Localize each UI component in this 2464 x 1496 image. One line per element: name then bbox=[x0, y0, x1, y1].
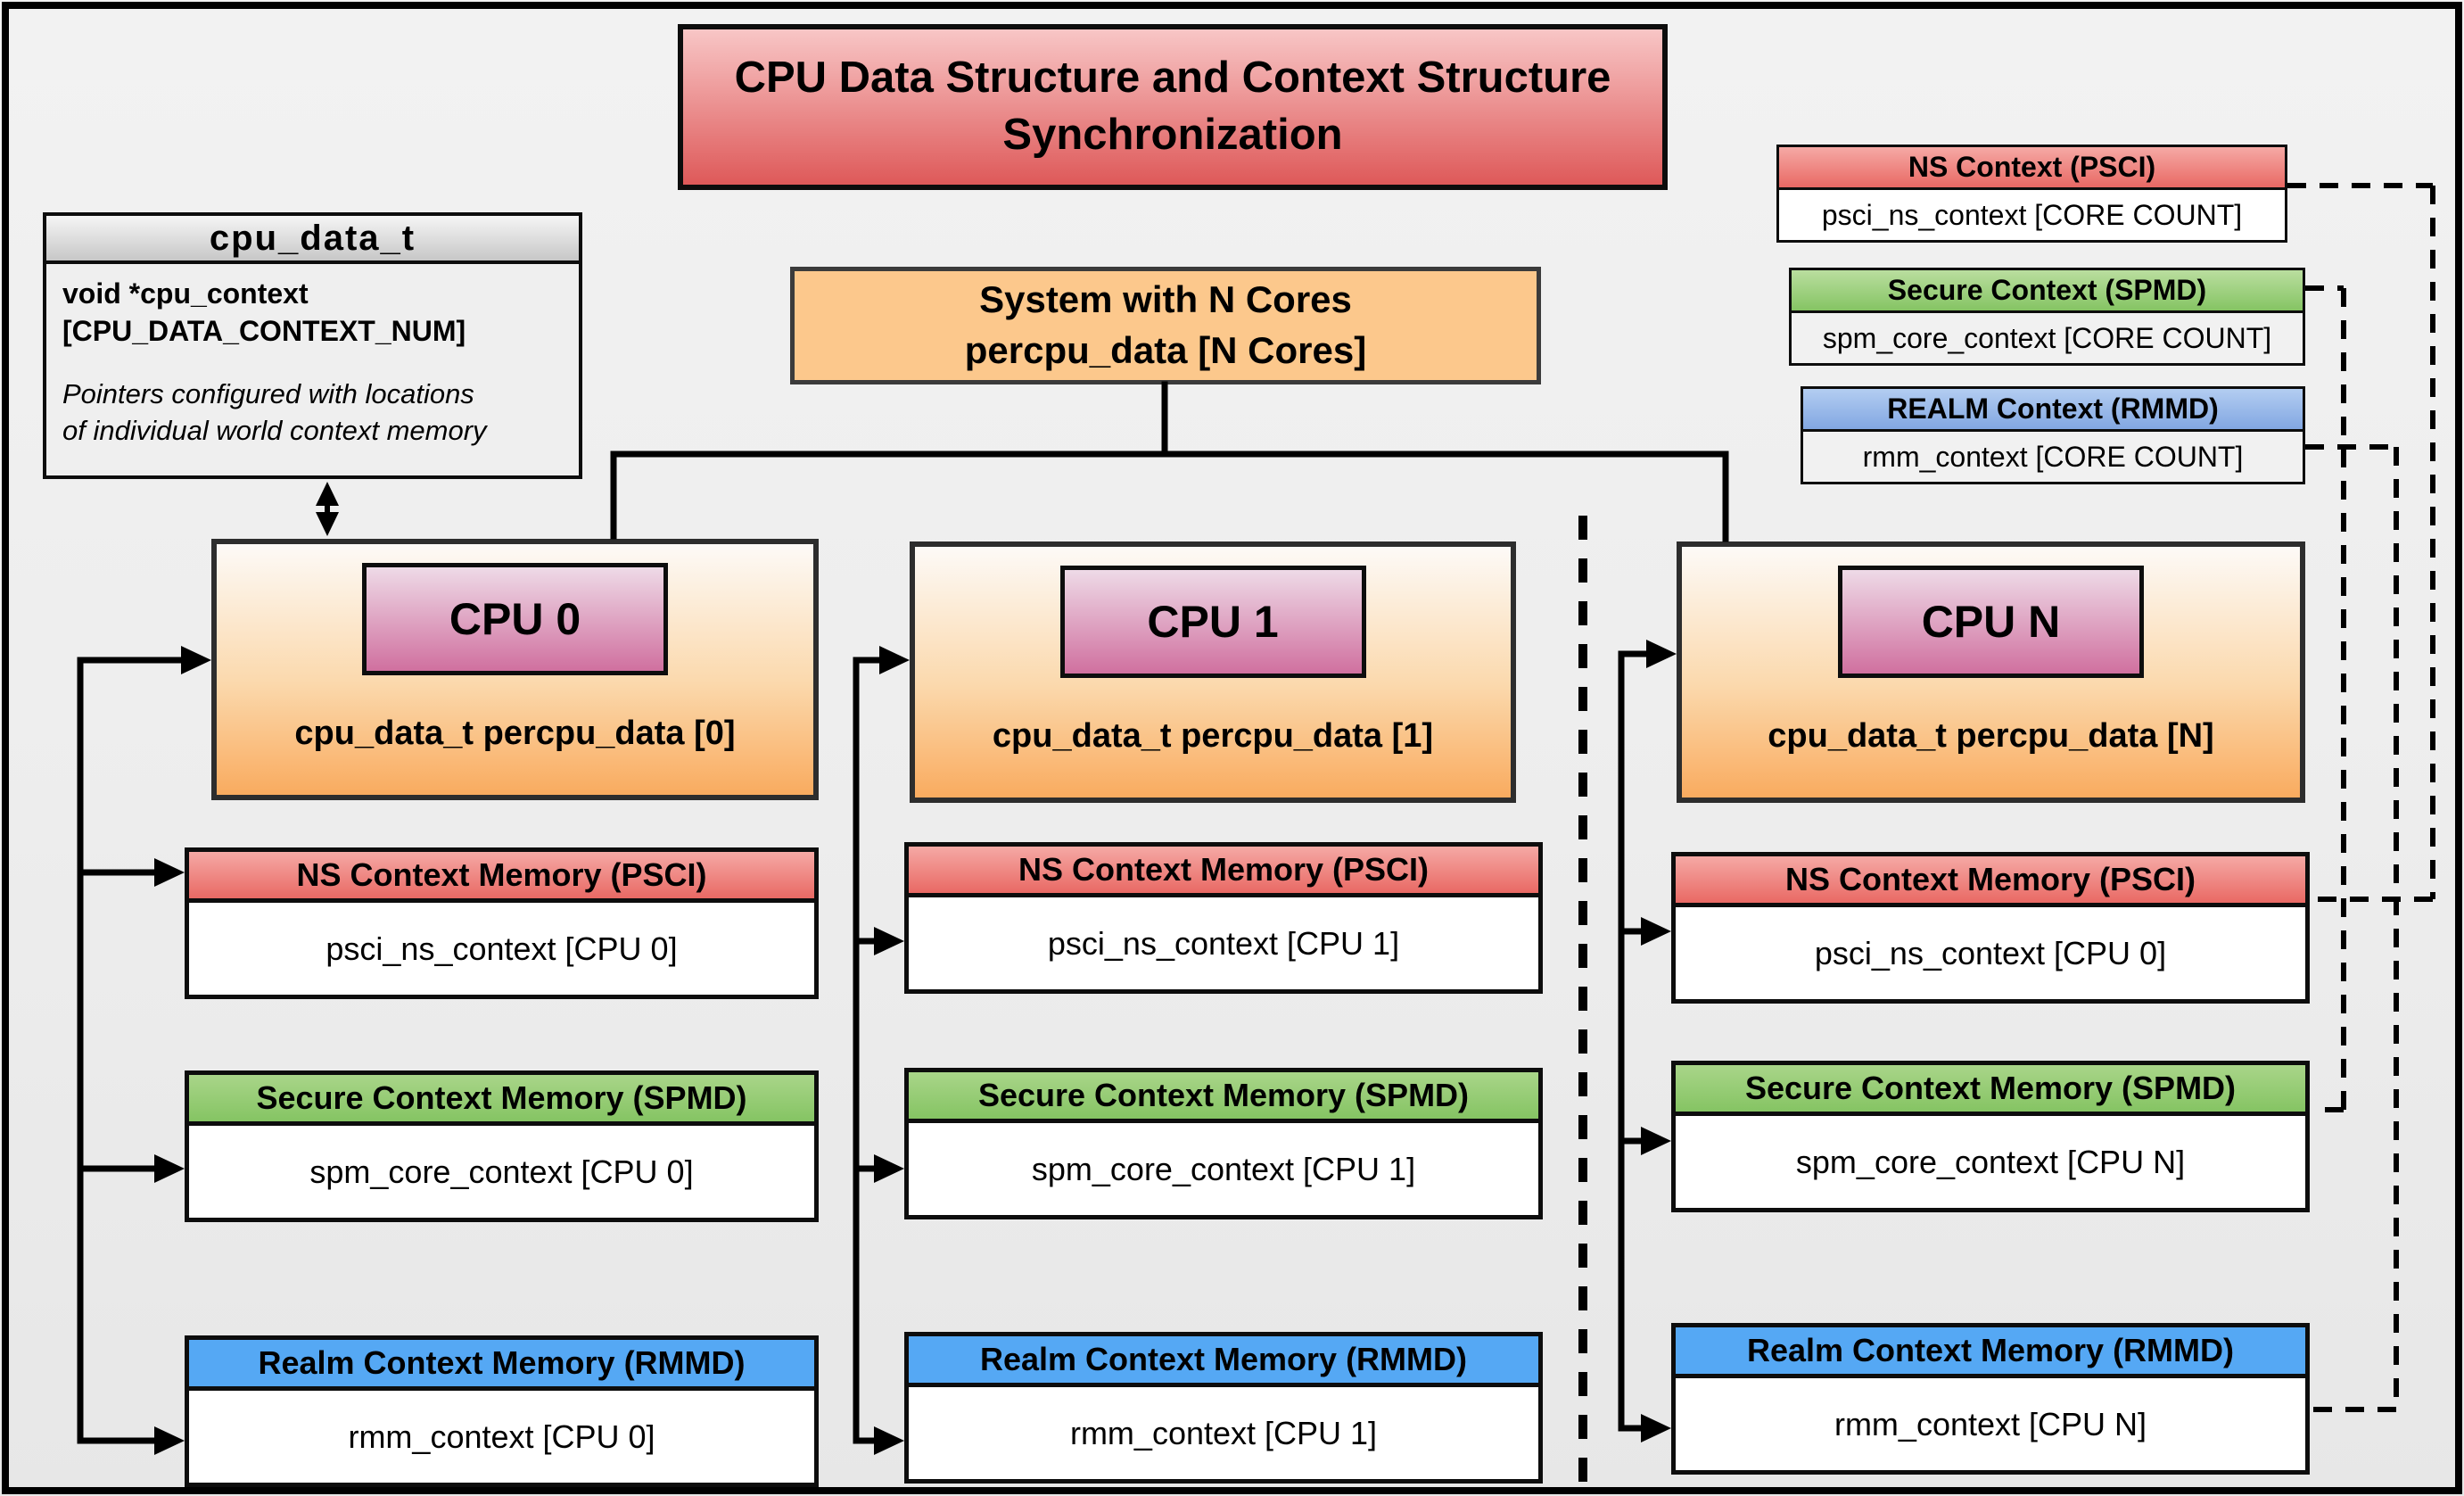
cpun-ns-context-memory-value: psci_ns_context [CPU 0] bbox=[1676, 907, 2305, 999]
cpu1-chip-label: CPU 1 bbox=[1059, 566, 1366, 678]
cpun-realm-context-memory-box: Realm Context Memory (RMMD) rmm_context … bbox=[1671, 1323, 2310, 1475]
legend-realm-context-box: REALM Context (RMMD) rmm_context [CORE C… bbox=[1801, 386, 2305, 484]
legend-ns-context-box: NS Context (PSCI) psci_ns_context [CORE … bbox=[1776, 145, 2287, 243]
system-to-cpus-connector bbox=[610, 381, 1729, 542]
cpu0-chip-label: CPU 0 bbox=[362, 563, 668, 675]
system-box-line2: percpu_data [N Cores] bbox=[964, 329, 1367, 371]
struct-note-line2: of individual world context memory bbox=[62, 415, 487, 447]
legend-secure-context-box: Secure Context (SPMD) spm_core_context [… bbox=[1789, 268, 2305, 366]
cpun-secure-context-memory-value: spm_core_context [CPU N] bbox=[1676, 1116, 2305, 1208]
cpu0-realm-context-memory-box: Realm Context Memory (RMMD) rmm_context … bbox=[185, 1335, 819, 1487]
cpun-secure-context-memory-box: Secure Context Memory (SPMD) spm_core_co… bbox=[1671, 1061, 2310, 1212]
cpu0-secure-context-memory-box: Secure Context Memory (SPMD) spm_core_co… bbox=[185, 1070, 819, 1222]
legend-secure-context-header: Secure Context (SPMD) bbox=[1792, 270, 2303, 313]
cpun-bus-arrowheads bbox=[1641, 640, 1677, 1442]
cpu1-secure-context-memory-value: spm_core_context [CPU 1] bbox=[909, 1123, 1538, 1215]
legend-realm-context-value: rmm_context [CORE COUNT] bbox=[1803, 432, 2303, 482]
cpun-realm-context-memory-value: rmm_context [CPU N] bbox=[1676, 1378, 2305, 1470]
cpu0-data-label: cpu_data_t percpu_data [0] bbox=[294, 715, 736, 752]
cpu1-pointer-bus bbox=[853, 657, 886, 1444]
cpu-data-t-struct-body: void *cpu_context [CPU_DATA_CONTEXT_NUM]… bbox=[46, 264, 579, 460]
cpun-realm-context-memory-header: Realm Context Memory (RMMD) bbox=[1676, 1327, 2305, 1378]
legend-realm-context-header: REALM Context (RMMD) bbox=[1803, 389, 2303, 432]
cpu0-secure-context-memory-header: Secure Context Memory (SPMD) bbox=[189, 1075, 814, 1126]
cpun-ns-context-memory-header: NS Context Memory (PSCI) bbox=[1676, 856, 2305, 907]
cpu0-secure-context-memory-value: spm_core_context [CPU 0] bbox=[189, 1126, 814, 1218]
cpu1-realm-context-memory-value: rmm_context [CPU 1] bbox=[909, 1387, 1538, 1479]
diagram-title-line1: CPU Data Structure and Context Structure bbox=[734, 54, 1611, 103]
cpun-data-label: cpu_data_t percpu_data [N] bbox=[1768, 717, 2214, 755]
cpu0-pointer-bus bbox=[77, 657, 187, 1444]
cpu-data-t-struct-box: cpu_data_t void *cpu_context [CPU_DATA_C… bbox=[43, 212, 582, 479]
cpu0-bus-arrowheads bbox=[154, 646, 211, 1455]
cpu1-realm-context-memory-box: Realm Context Memory (RMMD) rmm_context … bbox=[904, 1332, 1543, 1484]
cpu1-ns-context-memory-box: NS Context Memory (PSCI) psci_ns_context… bbox=[904, 842, 1543, 994]
system-box: System with N Cores percpu_data [N Cores… bbox=[790, 267, 1541, 384]
cpu0-realm-context-memory-header: Realm Context Memory (RMMD) bbox=[189, 1340, 814, 1391]
system-box-line1: System with N Cores bbox=[979, 278, 1352, 321]
cpu1-data-label: cpu_data_t percpu_data [1] bbox=[992, 717, 1434, 755]
cpu1-ns-context-memory-header: NS Context Memory (PSCI) bbox=[909, 847, 1538, 897]
cpu-context-decl-line1: void *cpu_context bbox=[62, 277, 309, 310]
cpun-pointer-bus bbox=[1618, 650, 1652, 1432]
legend-secure-context-value: spm_core_context [CORE COUNT] bbox=[1792, 313, 2303, 363]
cpu0-percpu-data-box: CPU 0 cpu_data_t percpu_data [0] bbox=[211, 539, 819, 800]
cpu-context-decl-line2: [CPU_DATA_CONTEXT_NUM] bbox=[62, 315, 466, 348]
spmd-legend-dashed-connector bbox=[2305, 285, 2346, 1112]
legend-ns-context-header: NS Context (PSCI) bbox=[1779, 147, 2285, 190]
cpu0-ns-context-memory-value: psci_ns_context [CPU 0] bbox=[189, 903, 814, 995]
cpun-percpu-data-box: CPU N cpu_data_t percpu_data [N] bbox=[1677, 541, 2305, 803]
cpun-secure-context-memory-header: Secure Context Memory (SPMD) bbox=[1676, 1065, 2305, 1116]
diagram-title-line2: Synchronization bbox=[1002, 111, 1343, 159]
cpu0-ns-context-memory-header: NS Context Memory (PSCI) bbox=[189, 852, 814, 903]
rmmd-legend-dashed-connector bbox=[2305, 444, 2399, 1412]
diagram-title: CPU Data Structure and Context Structure… bbox=[678, 24, 1668, 190]
cpu0-ns-context-memory-box: NS Context Memory (PSCI) psci_ns_context… bbox=[185, 847, 819, 999]
cpu1-percpu-data-box: CPU 1 cpu_data_t percpu_data [1] bbox=[910, 541, 1516, 803]
legend-ns-context-value: psci_ns_context [CORE COUNT] bbox=[1779, 190, 2285, 240]
cpu1-secure-context-memory-box: Secure Context Memory (SPMD) spm_core_co… bbox=[904, 1068, 1543, 1219]
cpu1-ns-context-memory-value: psci_ns_context [CPU 1] bbox=[909, 897, 1538, 989]
cpun-chip-label: CPU N bbox=[1838, 566, 2144, 678]
struct-note-line1: Pointers configured with locations bbox=[62, 378, 474, 410]
cpu1-realm-context-memory-header: Realm Context Memory (RMMD) bbox=[909, 1336, 1538, 1387]
cpu-data-t-struct-header: cpu_data_t bbox=[46, 216, 579, 264]
cpun-ns-context-memory-box: NS Context Memory (PSCI) psci_ns_context… bbox=[1671, 852, 2310, 1004]
cpu1-secure-context-memory-header: Secure Context Memory (SPMD) bbox=[909, 1072, 1538, 1123]
cpu-data-sync-arrow bbox=[316, 482, 339, 536]
cpu0-realm-context-memory-value: rmm_context [CPU 0] bbox=[189, 1391, 814, 1483]
ns-legend-dashed-connector bbox=[2287, 183, 2435, 902]
